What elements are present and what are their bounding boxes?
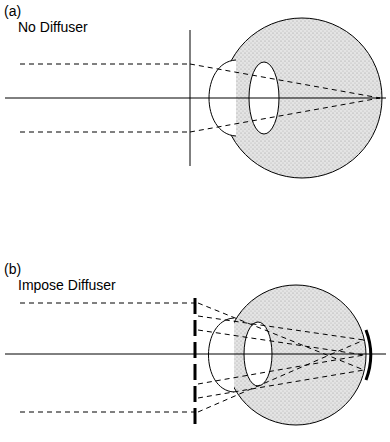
eye-b [5,285,386,425]
panel-letter: (b) [4,262,21,276]
panel-letter: (a) [4,4,21,18]
panel-title: No Diffuser [18,20,88,34]
eye-a [5,18,386,178]
panel-title: Impose Diffuser [18,278,116,292]
